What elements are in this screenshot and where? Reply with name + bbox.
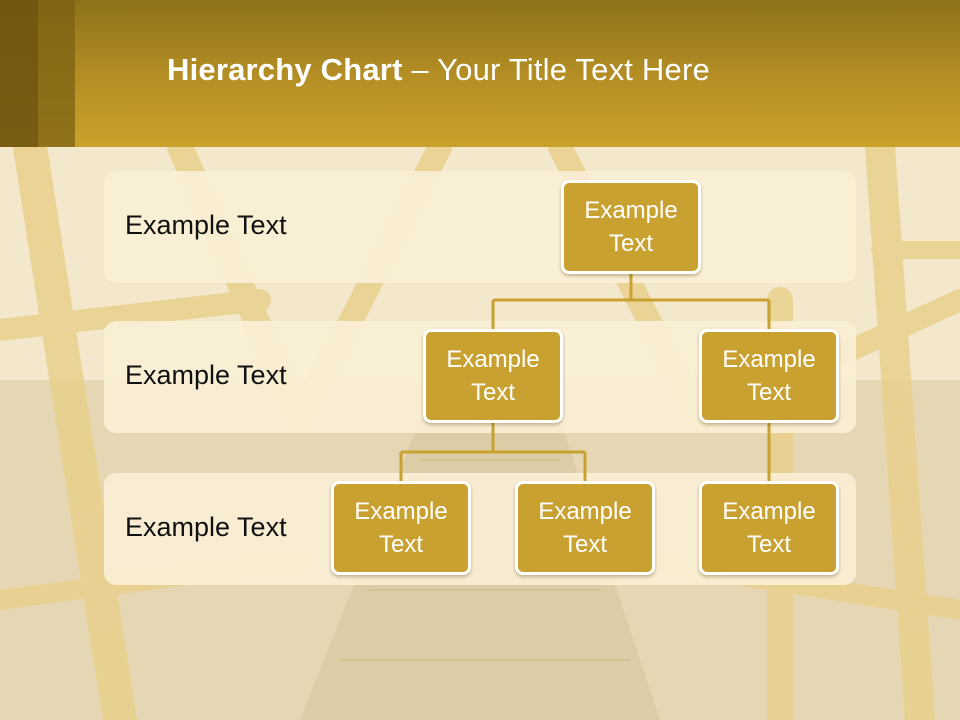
title-bar: Hierarchy Chart – Your Title Text Here [0, 0, 960, 147]
header-accent-stripe [38, 0, 75, 147]
level-label-3: Example Text [125, 512, 287, 542]
slide-title: Hierarchy Chart – Your Title Text Here [167, 52, 710, 88]
level-label-1: Example Text [125, 210, 287, 240]
level-label-2: Example Text [125, 360, 287, 390]
node-level3-middle[interactable]: Example Text [515, 481, 655, 575]
node-root[interactable]: Example Text [561, 180, 701, 274]
header-accent-stripe [0, 0, 38, 147]
node-level3-left[interactable]: Example Text [331, 481, 471, 575]
title-dash: – [402, 52, 438, 87]
node-level3-right[interactable]: Example Text [699, 481, 839, 575]
title-rest: Your Title Text Here [437, 52, 710, 87]
title-bold: Hierarchy Chart [167, 52, 403, 87]
level-band-1 [104, 171, 856, 283]
node-level2-left[interactable]: Example Text [423, 329, 563, 423]
node-level2-right[interactable]: Example Text [699, 329, 839, 423]
